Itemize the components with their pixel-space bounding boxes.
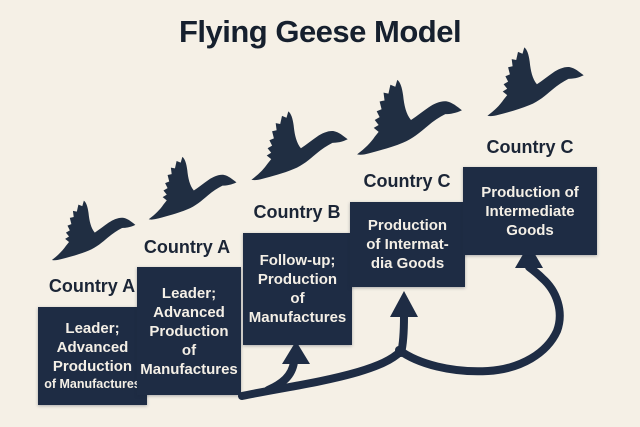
goose-icon bbox=[357, 79, 462, 155]
arrowhead-country-b bbox=[282, 341, 310, 364]
goose-icon bbox=[251, 111, 348, 181]
country-label-5: Country C bbox=[486, 137, 574, 157]
stage-box-1-line: Leader; bbox=[65, 320, 120, 337]
stage-box-4-line: Production bbox=[367, 217, 448, 234]
stage-box-5-line: Intermediate bbox=[485, 202, 575, 220]
stage-box-4: Production of Intermat- dia Goods bbox=[350, 202, 465, 287]
stage-box-2-line: Manufactures bbox=[140, 360, 238, 378]
stage-box-3-line: Production bbox=[257, 271, 338, 288]
stage-box-2: Leader; Advanced Production of Manufactu… bbox=[137, 267, 241, 395]
stage-box-4-line: of Intermat- bbox=[366, 236, 449, 253]
goose-icon bbox=[487, 47, 584, 117]
country-label-3: Country B bbox=[253, 202, 341, 222]
arrowhead-country-c1 bbox=[390, 291, 418, 317]
country-label-4: Country C bbox=[363, 171, 451, 191]
stage-box-1-line: Advanced bbox=[56, 339, 129, 356]
stage-box-5: Production of Intermediate Goods bbox=[463, 167, 597, 255]
flow-trunk-right bbox=[395, 263, 564, 376]
stage-box-3-line: Manufactures bbox=[248, 309, 347, 326]
stage-box-3-line: Follow-up; bbox=[259, 252, 336, 269]
flow-arrows bbox=[238, 244, 564, 400]
flow-branch-to-country-b bbox=[264, 358, 298, 394]
arrowhead-country-c2 bbox=[515, 244, 543, 268]
goose-icon bbox=[51, 200, 136, 261]
stage-box-2-line: Production bbox=[149, 322, 229, 340]
stage-box-5-line: Production of bbox=[481, 183, 579, 201]
stage-box-3-line: of bbox=[290, 290, 305, 307]
country-label-1: Country A bbox=[48, 276, 136, 296]
stage-box-2-line: Advanced bbox=[153, 303, 225, 321]
stage-box-1: Leader; Advanced Production of Manufactu… bbox=[38, 307, 147, 405]
stage-box-5-line: Goods bbox=[506, 221, 554, 239]
page-title: Flying Geese Model bbox=[178, 14, 462, 49]
stage-box-3: Follow-up; Production of Manufactures bbox=[243, 233, 352, 345]
country-label-2: Country A bbox=[143, 237, 231, 257]
stage-box-1-line: of Manufactures bbox=[44, 377, 141, 391]
stage-box-2-line: Leader; bbox=[161, 284, 217, 302]
stage-box-4-line: dia Goods bbox=[370, 255, 445, 272]
stage-box-2-line: of bbox=[181, 341, 197, 359]
stage-box-1-line: Production bbox=[52, 358, 133, 375]
goose-icon bbox=[148, 156, 237, 220]
